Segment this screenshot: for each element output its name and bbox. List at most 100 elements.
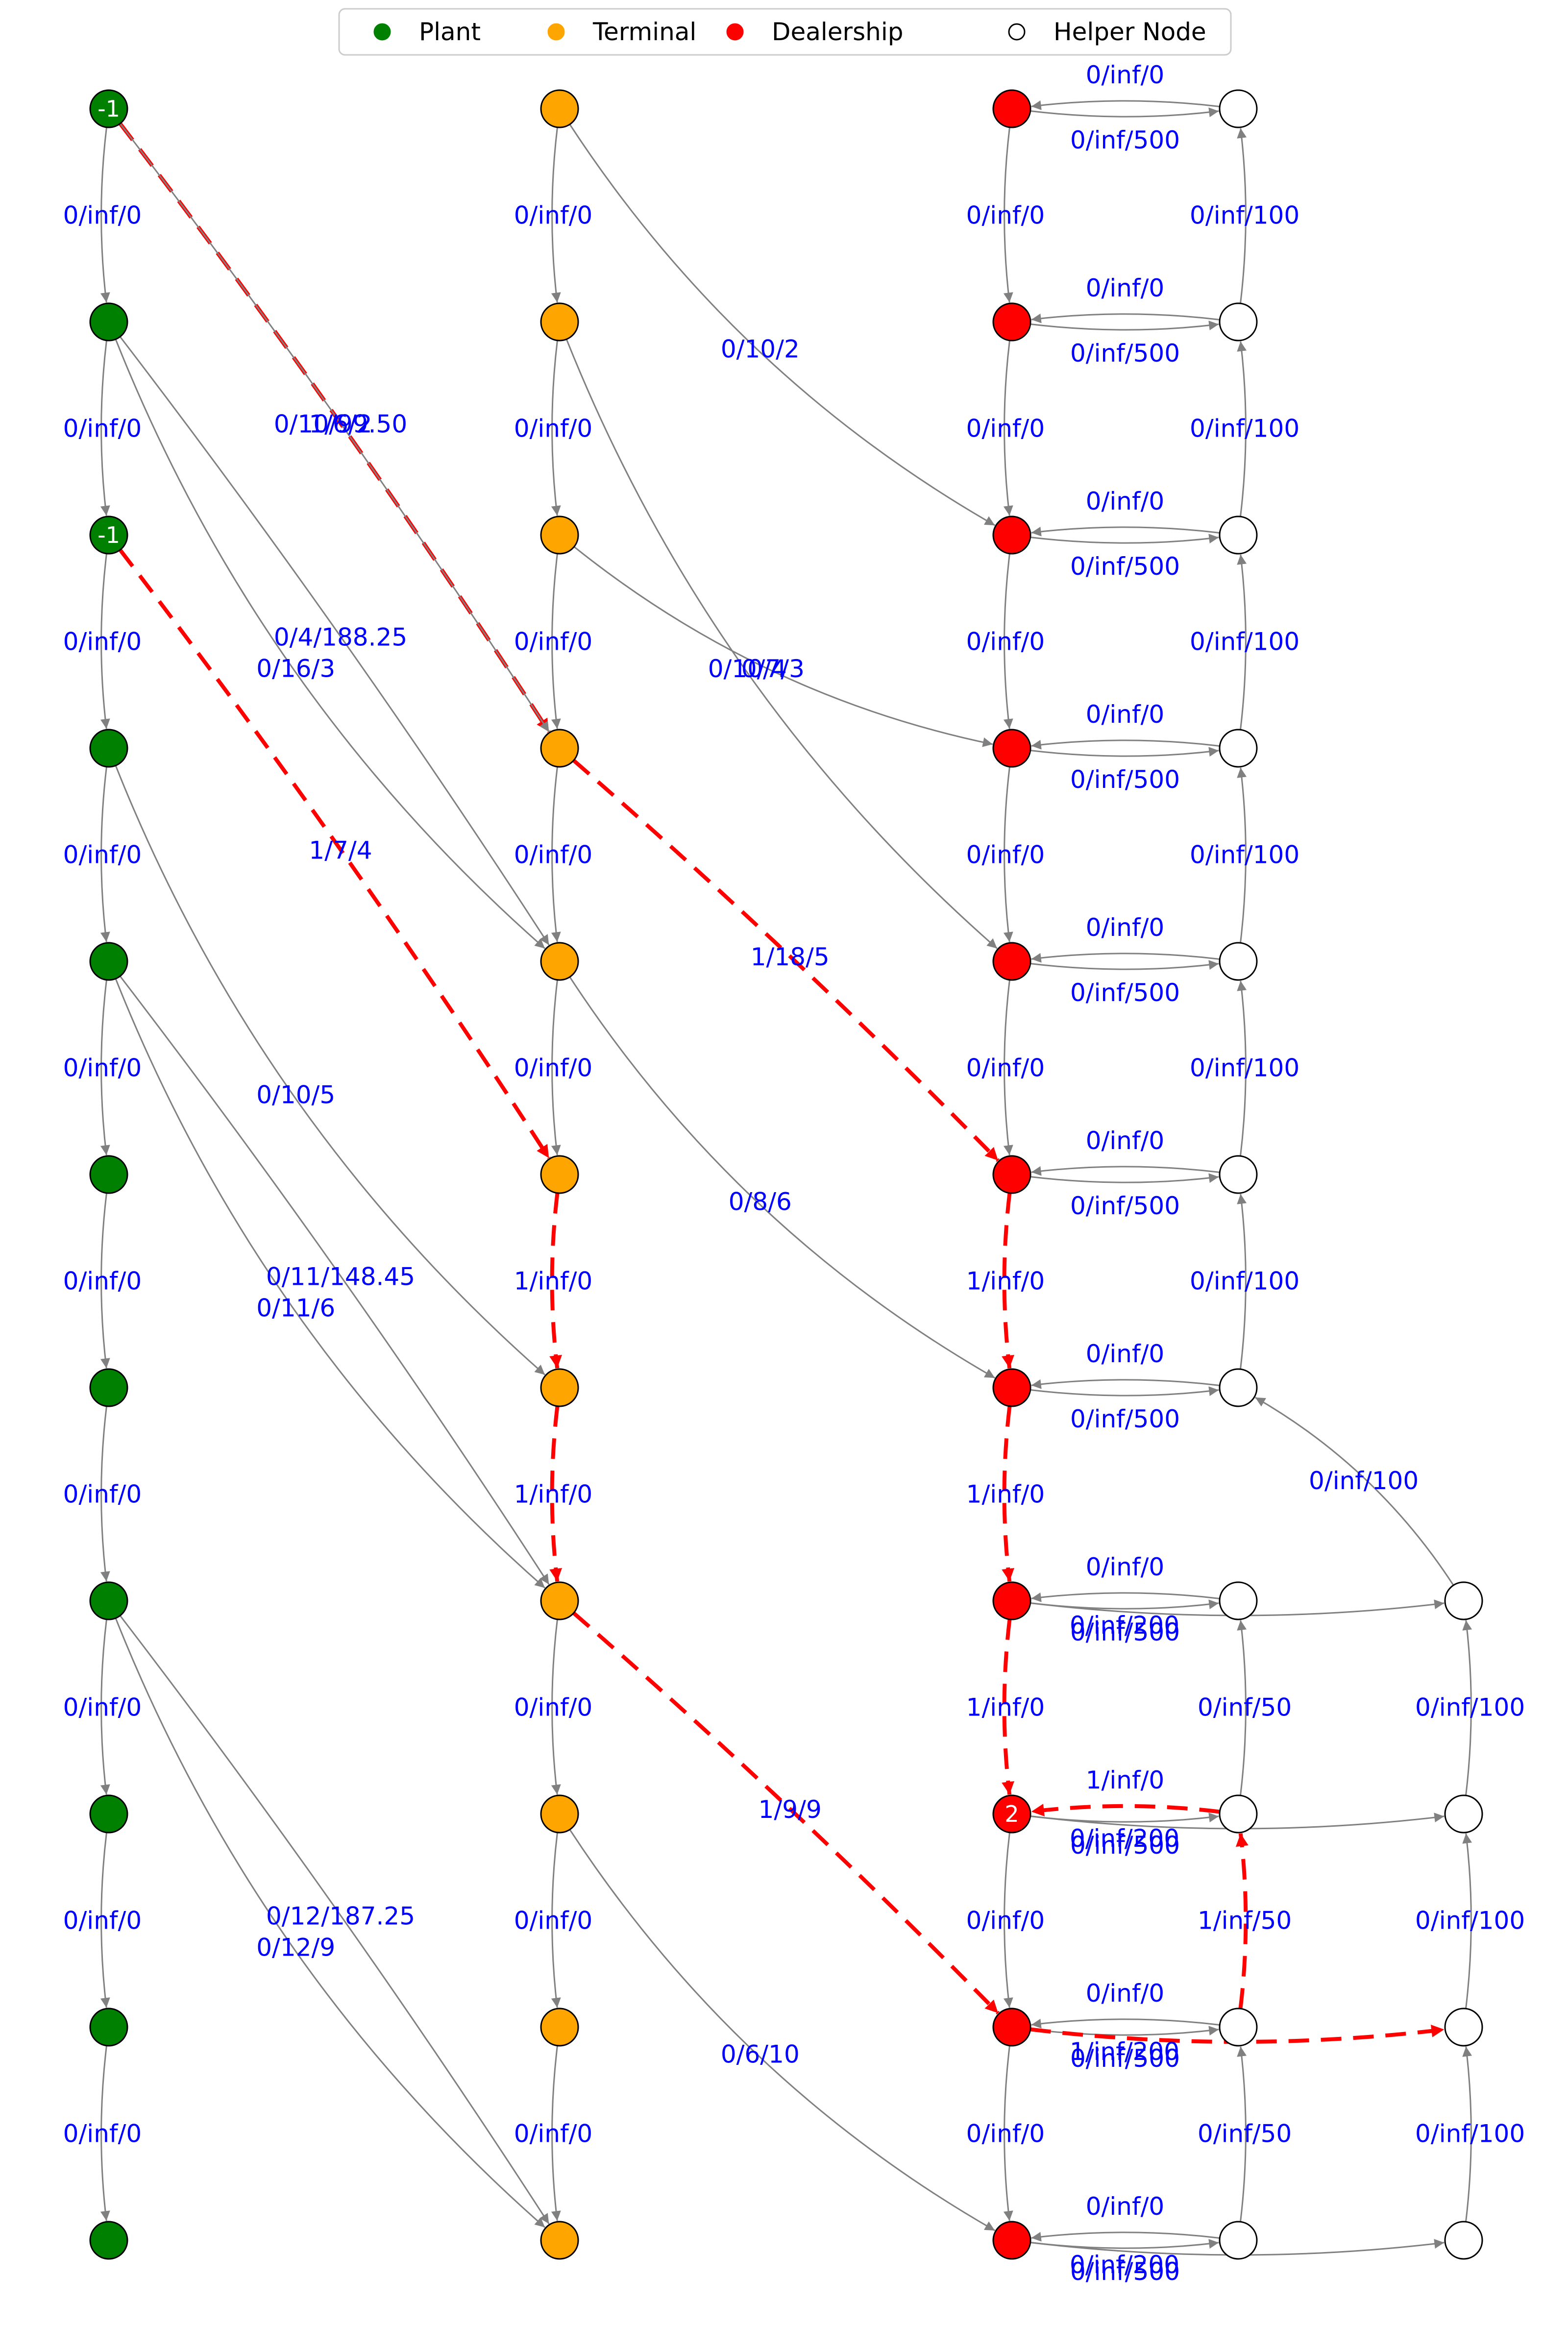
edge-label: 0/inf/0 xyxy=(966,1907,1045,1935)
flow-edge xyxy=(1031,1592,1220,1602)
edge-label: 0/inf/50 xyxy=(1198,2120,1292,2148)
terminal-node xyxy=(540,1581,579,1620)
edge-label: 1/inf/0 xyxy=(966,1480,1045,1509)
flow-edge xyxy=(551,553,561,729)
flow-edge xyxy=(1237,1194,1247,1370)
plant-node xyxy=(89,2221,128,2260)
flow-edge-active xyxy=(1031,1804,1220,1817)
flow-edge xyxy=(551,980,561,1155)
dealership-node xyxy=(992,2221,1031,2260)
edge-label: 0/inf/500 xyxy=(1070,2044,1180,2073)
terminal-node xyxy=(540,1155,579,1194)
flow-edge xyxy=(1237,128,1247,304)
helper-node xyxy=(1444,2221,1483,2260)
helper-node xyxy=(1219,1581,1258,1620)
edge-label: 0/inf/100 xyxy=(1309,1467,1419,1495)
flow-edge xyxy=(1462,1833,1472,2009)
dealership-node xyxy=(992,942,1031,981)
flow-edge xyxy=(100,2045,110,2221)
flow-edge xyxy=(1030,1173,1219,1183)
legend-label: Plant xyxy=(419,18,481,46)
flow-edge xyxy=(119,123,550,733)
edge-label: 0/inf/0 xyxy=(514,841,593,869)
edge-label: 0/inf/100 xyxy=(1415,1693,1525,1722)
flow-edge xyxy=(1031,313,1220,323)
edge-label: 0/inf/0 xyxy=(1086,1127,1165,1155)
flow-edge xyxy=(1031,1166,1220,1176)
plant-node xyxy=(89,1794,128,1834)
flow-edge xyxy=(100,127,110,303)
helper-node xyxy=(1219,2008,1258,2047)
flow-edge xyxy=(565,339,998,949)
edge-label: 0/inf/200 xyxy=(1070,1824,1179,1853)
edge-label: 0/inf/0 xyxy=(966,201,1045,230)
edge-label: 0/inf/100 xyxy=(1190,628,1299,656)
flow-edge xyxy=(1003,980,1013,1155)
flow-edge xyxy=(1003,766,1013,942)
legend-marker xyxy=(1008,23,1026,41)
edge-label: 0/inf/500 xyxy=(1070,979,1180,1007)
flow-edge xyxy=(119,336,550,946)
edge-label: 0/inf/0 xyxy=(1086,274,1165,302)
helper-node xyxy=(1444,2008,1483,2047)
edge-label: 0/inf/0 xyxy=(966,415,1045,443)
edge-label: 0/inf/500 xyxy=(1070,1618,1180,1646)
edge-label: 0/inf/0 xyxy=(63,1907,142,1935)
flow-edge xyxy=(1003,127,1013,303)
dealership-node xyxy=(992,1794,1031,1834)
edge-label: 0/10/2 xyxy=(721,335,800,363)
edge-label: 0/6/10 xyxy=(721,2040,800,2068)
flow-edge xyxy=(551,2045,561,2221)
plant-node xyxy=(89,89,128,128)
flow-edge xyxy=(1030,747,1219,757)
plant-node xyxy=(89,302,128,342)
helper-node xyxy=(1219,1368,1258,1407)
edge-label: 1/7/4 xyxy=(309,836,372,864)
dealership-node xyxy=(992,89,1031,128)
plant-node xyxy=(89,942,128,981)
flow-edge xyxy=(100,766,110,942)
flow-edge xyxy=(1237,341,1247,517)
flow-edge xyxy=(1030,1386,1219,1396)
flow-edge xyxy=(551,340,561,516)
flow-edge xyxy=(1237,980,1247,1156)
dealership-node xyxy=(992,1368,1031,1407)
edge-label: 0/12/187.25 xyxy=(266,1902,415,1930)
edge-label: 1/inf/0 xyxy=(514,1267,593,1296)
edge-label: 0/inf/0 xyxy=(63,415,142,443)
edge-label: 0/inf/0 xyxy=(63,1693,142,1722)
edge-label: 0/inf/0 xyxy=(1086,2192,1165,2221)
edge-label: 0/4/188.25 xyxy=(274,623,407,651)
edge-label: 0/10/99.50 xyxy=(274,410,407,438)
terminal-node xyxy=(540,1794,579,1834)
helper-node xyxy=(1219,729,1258,768)
edge-label: 1/inf/0 xyxy=(966,1693,1045,1722)
edge-label: 0/inf/100 xyxy=(1190,1054,1299,1082)
plant-node xyxy=(89,1581,128,1620)
flow-edge xyxy=(551,766,561,942)
flow-edge xyxy=(1003,340,1013,516)
edge-label: 0/inf/0 xyxy=(514,628,593,656)
node-label: -1 xyxy=(98,96,120,122)
flow-edge xyxy=(1031,2231,1220,2242)
flow-edge xyxy=(1237,554,1247,730)
plant-node xyxy=(89,1155,128,1194)
edge-label: 1/6/2 xyxy=(309,410,372,438)
terminal-node xyxy=(540,942,579,981)
edge-label: 1/18/5 xyxy=(751,943,830,971)
edge-label: 0/inf/100 xyxy=(1415,2120,1525,2148)
edge-label: 0/10/4 xyxy=(708,655,787,683)
edges-layer xyxy=(100,100,1472,2256)
flow-edge xyxy=(1237,2046,1247,2222)
dealership-node xyxy=(992,515,1031,555)
legend-marker xyxy=(547,23,565,41)
edge-label: 0/inf/0 xyxy=(514,415,593,443)
node-label: 2 xyxy=(1004,1801,1019,1827)
edge-label: 0/inf/100 xyxy=(1190,841,1299,869)
edge-label: 0/inf/0 xyxy=(1086,487,1165,515)
dealership-node xyxy=(992,1155,1031,1194)
flow-edge xyxy=(1030,107,1219,118)
edge-label: 0/inf/500 xyxy=(1070,126,1180,154)
